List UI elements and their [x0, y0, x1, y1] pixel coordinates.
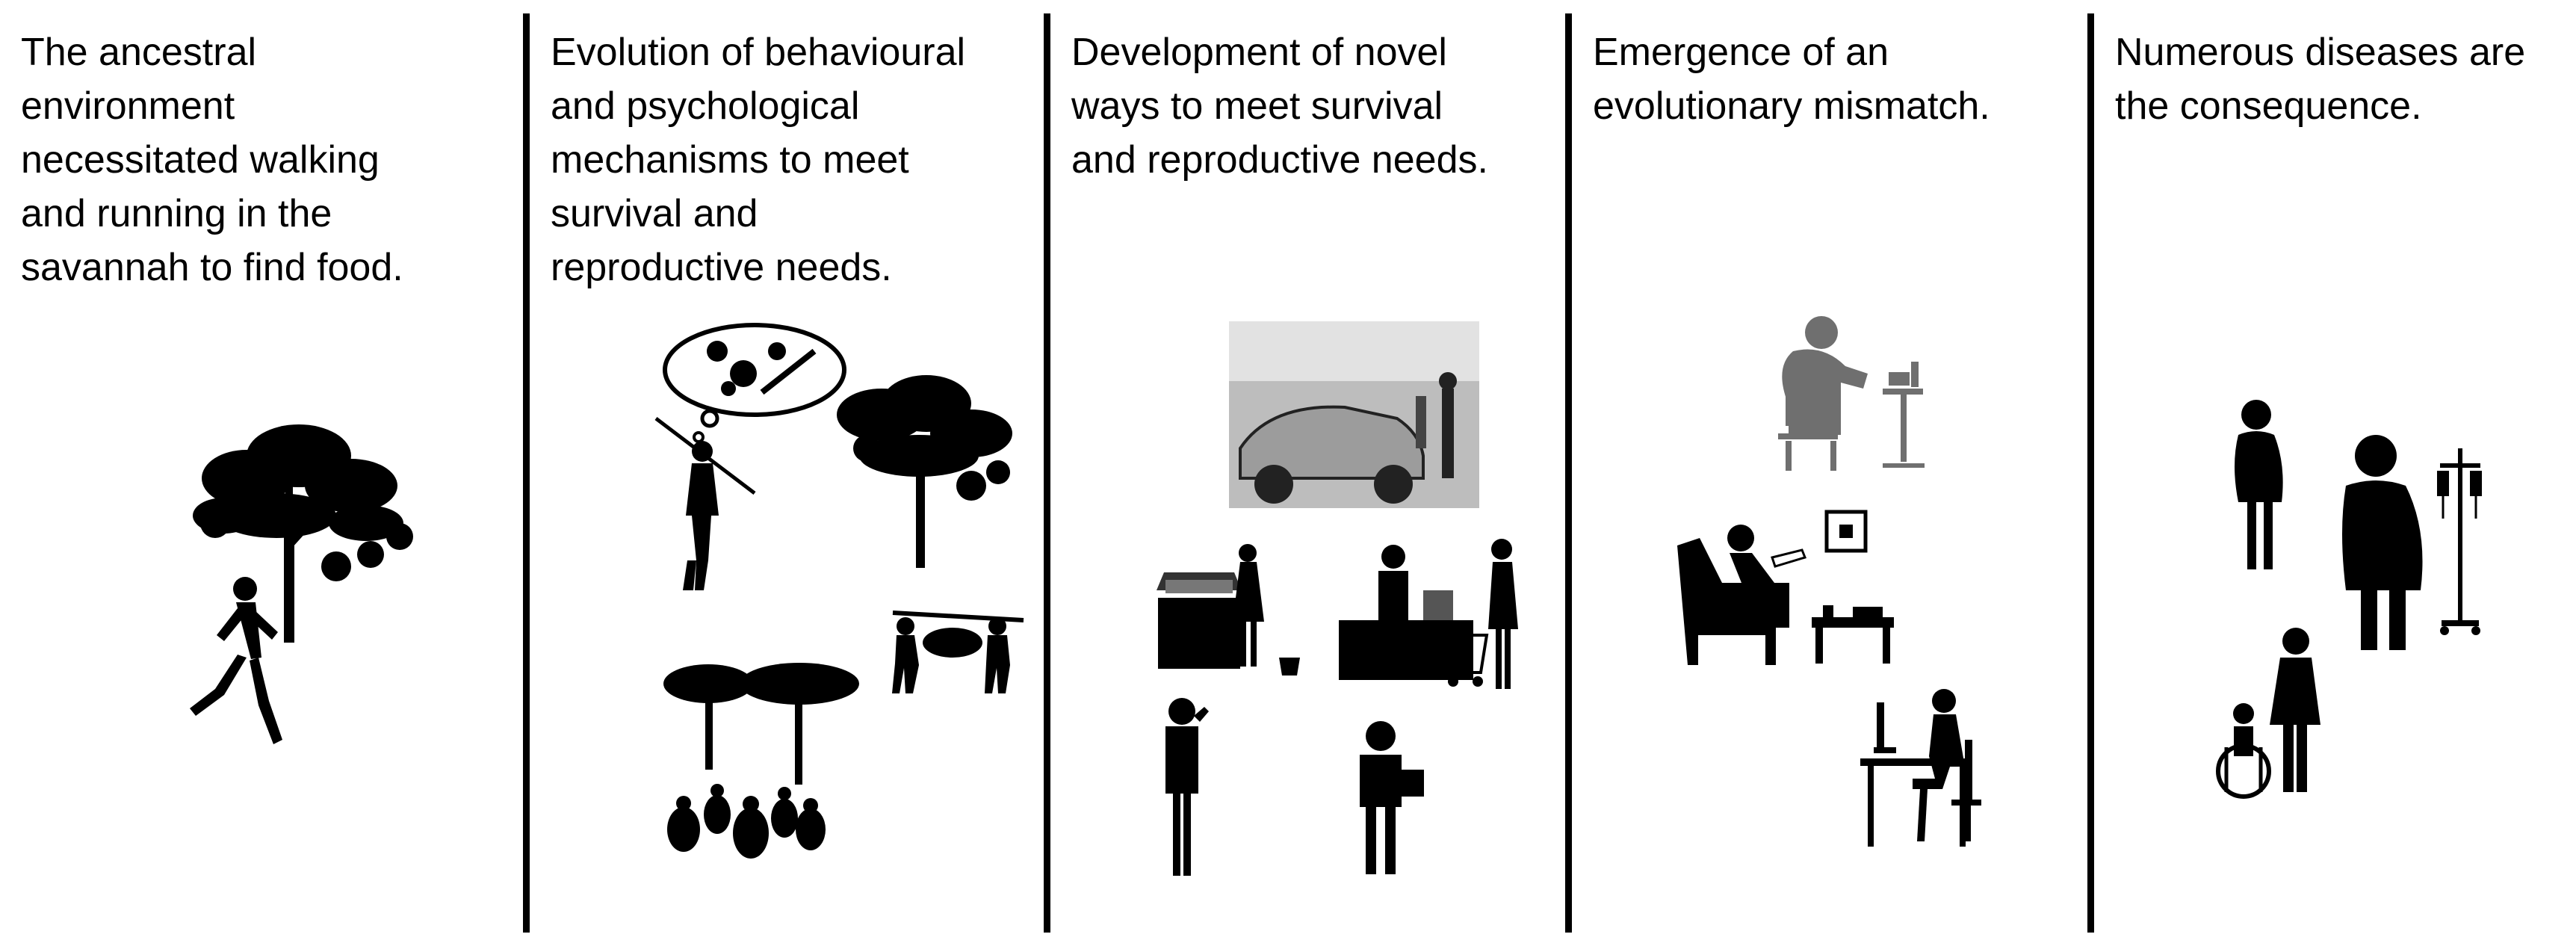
tree-with-fruit-icon — [837, 375, 1012, 568]
panel-mismatch: Emergence of an evolutionary mismatch. — [1572, 0, 2087, 946]
panel-diseases: Numerous diseases are the consequence. — [2094, 0, 2572, 946]
person-at-computer-icon — [1860, 689, 1981, 847]
iv-drip-stand-icon — [2437, 448, 2482, 635]
panel-behavioural-evolution: Evolution of behavioural and psychologic… — [530, 0, 1045, 946]
panel-divider — [1565, 13, 1572, 933]
overweight-person-icon — [2235, 400, 2283, 569]
delivery-person-icon — [1360, 721, 1424, 874]
checkout-counter-icon — [1339, 539, 1518, 689]
car-street-photo — [1229, 321, 1479, 508]
thought-bubble-icon — [663, 323, 846, 443]
caption-line: necessitated walking — [21, 138, 380, 182]
panel-divider — [2087, 13, 2094, 933]
caption-line: The ancestral — [21, 31, 257, 74]
caption-line: environment — [21, 84, 235, 128]
caption-line: Development of novel — [1071, 31, 1447, 74]
tree-with-fruit-icon — [193, 424, 413, 643]
caption-line: survival and — [551, 192, 758, 235]
panel-novel-ways: Development of novel ways to meet surviv… — [1050, 0, 1566, 946]
person-eating-icon — [1778, 316, 1925, 471]
caption-line: savannah to find food. — [21, 246, 403, 289]
caption-line: and reproductive needs. — [1071, 138, 1488, 182]
caption-novel-ways: Development of novel ways to meet surviv… — [1071, 25, 1558, 187]
wheelchair-user-icon — [2216, 703, 2271, 799]
caption-line: and psychological — [551, 84, 860, 128]
caption-behavioural-evolution: Evolution of behavioural and psychologic… — [551, 25, 1038, 294]
hunters-carrying-prey-icon — [892, 610, 1024, 693]
caption-line: Emergence of an — [1593, 31, 1889, 74]
caption-line: Evolution of behavioural — [551, 31, 966, 74]
obese-person-icon — [2342, 435, 2423, 650]
caption-ancestral-environment: The ancestral environment necessitated w… — [21, 25, 515, 294]
caption-diseases: Numerous diseases are the consequence. — [2115, 25, 2565, 133]
caption-line: reproductive needs. — [551, 246, 892, 289]
person-reading-in-armchair-icon — [1677, 510, 1894, 665]
caption-line: ways to meet survival — [1071, 84, 1443, 128]
caption-line: and running in the — [21, 192, 332, 235]
market-stall-icon — [1157, 544, 1300, 676]
caption-mismatch: Emergence of an evolutionary mismatch. — [1593, 25, 2080, 133]
caption-line: evolutionary mismatch. — [1593, 84, 1990, 128]
caption-line: the consequence. — [2115, 84, 2422, 128]
panel-ancestral-environment: The ancestral environment necessitated w… — [0, 0, 523, 946]
caption-line: Numerous diseases are — [2115, 31, 2526, 74]
panel-divider — [1044, 13, 1050, 933]
panel-divider — [523, 13, 530, 933]
hunter-with-spear-icon — [654, 417, 756, 590]
caption-line: mechanisms to meet — [551, 138, 909, 182]
person-on-phone-icon — [1165, 698, 1209, 876]
gathering-under-trees-icon — [663, 663, 859, 859]
standing-caregiver-icon — [2270, 628, 2320, 792]
runner-icon — [190, 577, 282, 744]
